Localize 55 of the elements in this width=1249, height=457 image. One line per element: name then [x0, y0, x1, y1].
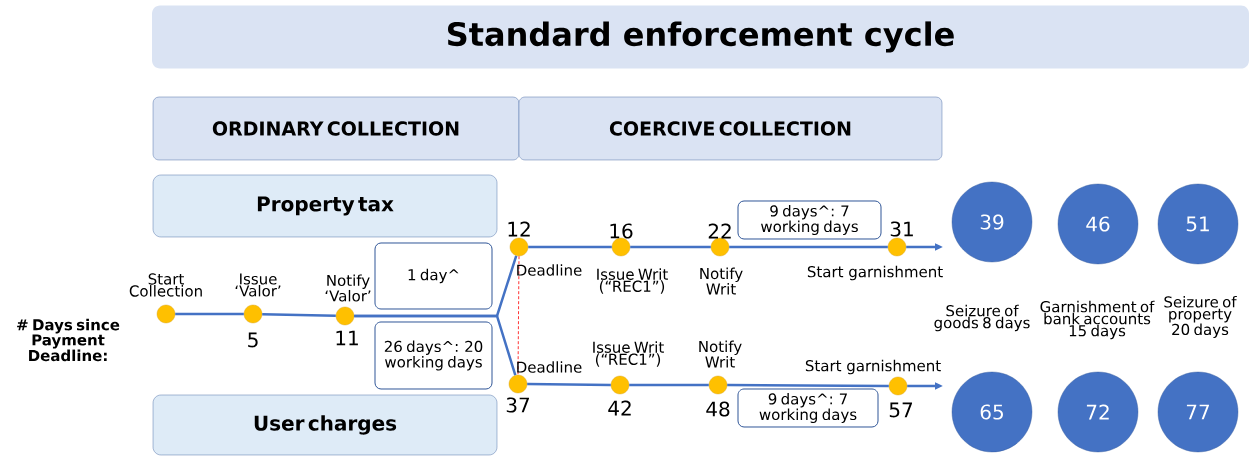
category-box: Property tax [152, 174, 498, 238]
timeline-dot [887, 237, 907, 257]
timeline-dot [509, 237, 529, 257]
step-label: Start garnishment [805, 359, 941, 375]
title-banner: Standard enforcement cycle [152, 5, 1249, 69]
category-box: User charges [152, 394, 498, 456]
day-number: 48 [706, 401, 730, 417]
connector-line [629, 383, 709, 387]
step-label: Start garnishment [807, 265, 943, 281]
timeline-dot [611, 237, 631, 257]
day-number: 37 [506, 397, 529, 413]
step-label: Notify ‘Valor’ [325, 274, 371, 302]
section-band: ORDINARY COLLECTION [152, 96, 520, 161]
timeline-dot [710, 237, 730, 257]
day-number: 42 [608, 400, 631, 416]
step-label: Notify Writ [699, 340, 742, 368]
action-label: Garnishment of bank accounts 15 days [1040, 300, 1155, 340]
action-label: Seizure of goods 8 days [934, 304, 1030, 332]
timeline-dot [243, 304, 263, 324]
timeline-dot [156, 304, 176, 324]
duration-box: 1 day^ [374, 242, 493, 310]
connector-line [527, 382, 611, 387]
timeline-dot [508, 374, 528, 394]
day-number: 16 [610, 223, 633, 239]
step-label: Issue ‘Valor’ [235, 273, 281, 297]
axis-label: # Days since Payment Deadline: [17, 318, 120, 362]
day-number: 22 [708, 223, 731, 239]
connector-line [727, 383, 889, 388]
connector-line [175, 312, 244, 316]
connector-line [630, 245, 711, 249]
connector-line [528, 245, 612, 249]
step-label: Start Collection [129, 273, 202, 297]
day-number: 5 [248, 332, 258, 348]
connector-line [354, 314, 517, 376]
connector-line [262, 312, 336, 318]
connector-line [729, 245, 888, 249]
timeline-dot [888, 376, 908, 396]
day-number: 12 [508, 221, 530, 237]
timeline-dot [610, 375, 630, 395]
duration-box: 9 days^: 7 working days [737, 388, 879, 428]
duration-box: 26 days^: 20 working days [374, 321, 493, 390]
step-label: Issue Writ (“REC1”) [593, 341, 664, 367]
step-label: Notify Writ [700, 267, 743, 295]
day-number: 57 [889, 402, 912, 418]
step-label: Issue Writ (“REC1”) [597, 268, 668, 294]
day-number: 31 [890, 221, 913, 237]
day-number: 11 [336, 330, 358, 346]
timeline-dot [708, 375, 728, 395]
timeline-dot [335, 306, 355, 326]
duration-box: 9 days^: 7 working days [737, 200, 882, 240]
action-label: Seizure of property 20 days [1164, 296, 1237, 338]
step-label: Deadline [517, 361, 582, 373]
section-band: COERCIVE COLLECTION [518, 96, 943, 161]
step-label: Deadline [517, 264, 582, 276]
connector-line [517, 255, 520, 376]
